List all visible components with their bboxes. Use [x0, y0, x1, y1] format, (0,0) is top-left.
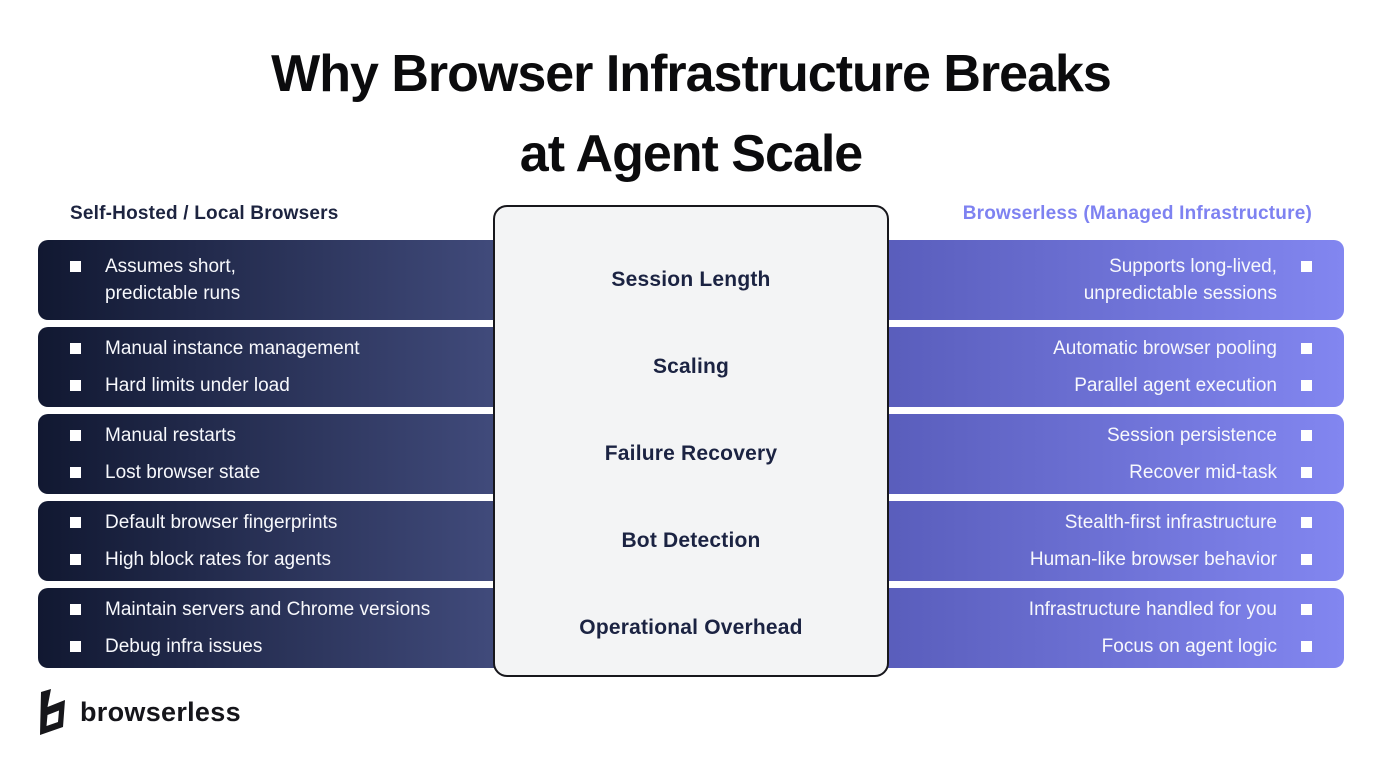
- point-text: Focus on agent logic: [1101, 636, 1277, 657]
- point-text: Lost browser state: [105, 462, 261, 483]
- self-hosted-point: Lost browser state: [70, 459, 260, 486]
- self-hosted-point: Assumes short, predictable runs: [70, 253, 240, 307]
- point-text: Automatic browser pooling: [1053, 338, 1277, 359]
- square-bullet-icon: [70, 343, 81, 354]
- square-bullet-icon: [70, 467, 81, 478]
- self-hosted-point: Hard limits under load: [70, 372, 290, 399]
- browserless-point: Focus on agent logic: [1102, 633, 1312, 660]
- square-bullet-icon: [1301, 430, 1312, 441]
- self-hosted-bar: [38, 327, 500, 407]
- browserless-point: Human-like browser behavior: [1030, 546, 1312, 573]
- square-bullet-icon: [1301, 517, 1312, 528]
- square-bullet-icon: [1301, 554, 1312, 565]
- browserless-point: Automatic browser pooling: [1053, 335, 1312, 362]
- browserless-logo-text: browserless: [80, 696, 241, 727]
- browserless-bar: [882, 501, 1344, 581]
- self-hosted-cell: Assumes short, predictable runs: [38, 240, 493, 320]
- browserless-point: Parallel agent execution: [1074, 372, 1312, 399]
- point-text: Human-like browser behavior: [1029, 549, 1277, 570]
- browserless-bar: [882, 588, 1344, 668]
- browserless-point: Supports long-lived, unpredictable sessi…: [1084, 253, 1312, 307]
- self-hosted-point: Maintain servers and Chrome versions: [70, 596, 430, 623]
- square-bullet-icon: [70, 380, 81, 391]
- point-text: Maintain servers and Chrome versions: [105, 599, 431, 620]
- point-text: Parallel agent execution: [1074, 375, 1277, 396]
- square-bullet-icon: [70, 554, 81, 565]
- self-hosted-point: Manual restarts: [70, 422, 236, 449]
- browserless-point: Recover mid-task: [1129, 459, 1312, 486]
- square-bullet-icon: [1301, 641, 1312, 652]
- square-bullet-icon: [1301, 380, 1312, 391]
- square-bullet-icon: [1301, 467, 1312, 478]
- browserless-cell: Supports long-lived, unpredictable sessi…: [889, 240, 1344, 320]
- comparison-rows: Assumes short, predictable runs Supports …: [38, 240, 1344, 668]
- point-text: Stealth-first infrastructure: [1064, 512, 1277, 533]
- square-bullet-icon: [70, 430, 81, 441]
- browserless-point: Stealth-first infrastructure: [1065, 509, 1312, 536]
- square-bullet-icon: [70, 261, 81, 272]
- point-text: High block rates for agents: [105, 549, 332, 570]
- self-hosted-point: Debug infra issues: [70, 633, 262, 660]
- point-text: Infrastructure handled for you: [1028, 599, 1277, 620]
- square-bullet-icon: [70, 641, 81, 652]
- browserless-bar: [882, 414, 1344, 494]
- self-hosted-point: High block rates for agents: [70, 546, 331, 573]
- point-text: Manual instance management: [105, 338, 360, 359]
- point-text: Manual restarts: [105, 425, 236, 446]
- point-text: Default browser fingerprints: [105, 512, 338, 533]
- browserless-logo-icon: [40, 689, 65, 735]
- square-bullet-icon: [1301, 343, 1312, 354]
- point-text: Debug infra issues: [105, 636, 263, 657]
- point-text: Hard limits under load: [105, 375, 290, 396]
- square-bullet-icon: [1301, 261, 1312, 272]
- square-bullet-icon: [70, 517, 81, 528]
- browserless-logo: browserless: [35, 689, 241, 735]
- self-hosted-bar: [38, 240, 500, 320]
- page-title-line1: Why Browser Infrastructure Breaks: [271, 45, 1112, 103]
- page-title: Why Browser Infrastructure Breaks at Age…: [0, 34, 1382, 194]
- self-hosted-bar: [38, 588, 500, 668]
- right-column-header: Browserless (Managed Infrastructure): [962, 203, 1312, 224]
- left-column-header: Self-Hosted / Local Browsers: [70, 203, 339, 224]
- square-bullet-icon: [70, 604, 81, 615]
- category-card: [493, 205, 889, 677]
- square-bullet-icon: [1301, 604, 1312, 615]
- comparison-row: Assumes short, predictable runs Supports …: [38, 240, 1344, 320]
- point-text: Assumes short, predictable runs: [105, 256, 241, 304]
- browserless-point: Infrastructure handled for you: [1029, 596, 1312, 623]
- browserless-bar: [882, 240, 1344, 320]
- self-hosted-bar: [38, 414, 500, 494]
- self-hosted-point: Default browser fingerprints: [70, 509, 337, 536]
- self-hosted-point: Manual instance management: [70, 335, 360, 362]
- point-text: Session persistence: [1106, 425, 1277, 446]
- point-text: Supports long-lived, unpredictable sessi…: [1083, 256, 1277, 304]
- self-hosted-bar: [38, 501, 500, 581]
- point-text: Recover mid-task: [1129, 462, 1277, 483]
- browserless-point: Session persistence: [1107, 422, 1312, 449]
- browserless-bar: [882, 327, 1344, 407]
- page-title-line2: at Agent Scale: [519, 125, 863, 183]
